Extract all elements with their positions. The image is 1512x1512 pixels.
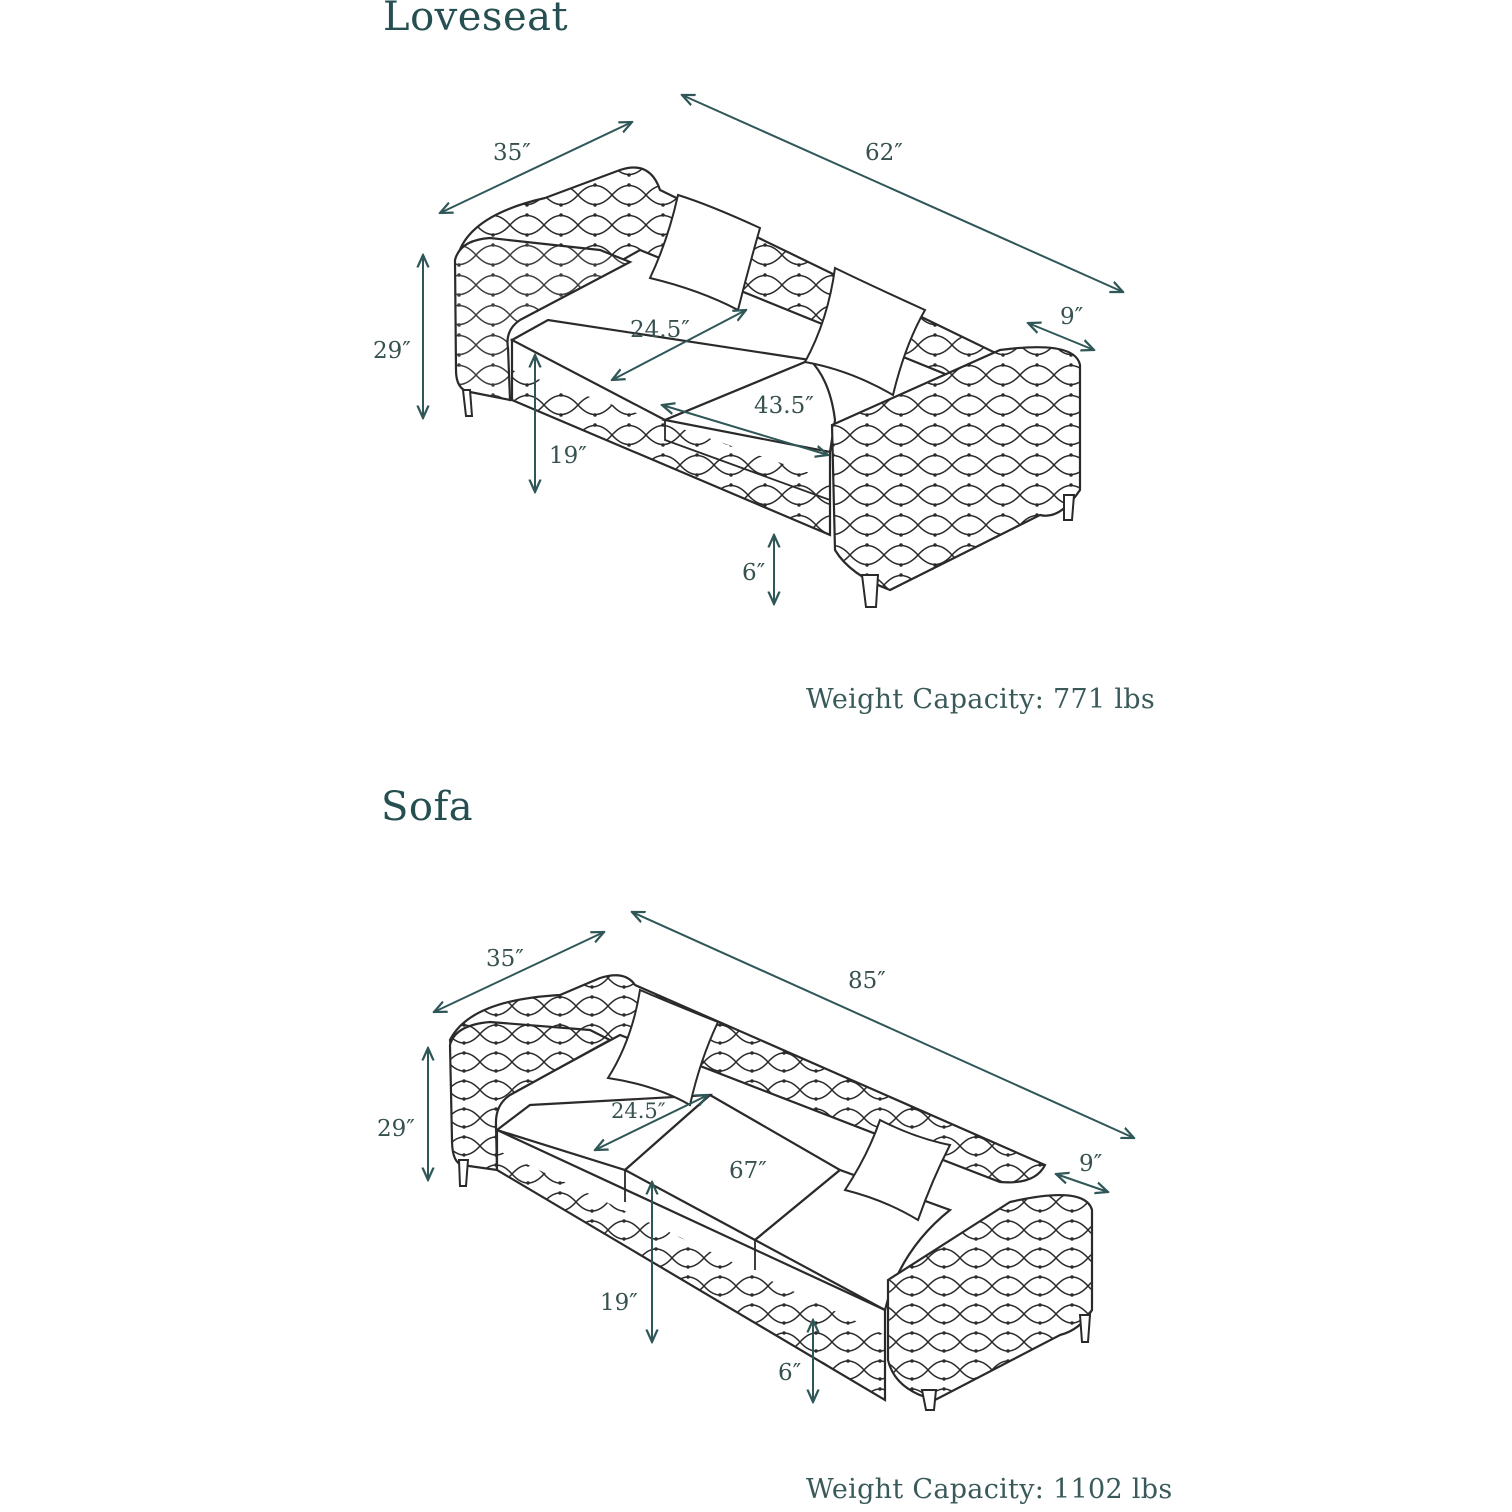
- sofa-diagram: 35″ 85″ 29″ 9″ 24.5″ 67″ 19″ 6″: [377, 880, 1512, 1411]
- loveseat-arm-label: 9″: [1060, 304, 1084, 330]
- sofa-seat-height-label: 19″: [600, 1290, 638, 1316]
- loveseat-pillow-right: [803, 266, 927, 397]
- loveseat-height-label: 29″: [373, 338, 411, 364]
- loveseat-seat-depth-label: 24.5″: [630, 317, 690, 343]
- loveseat-weight-capacity: Weight Capacity: 771 lbs: [806, 684, 1156, 715]
- sofa-leg-height-label: 6″: [778, 1360, 802, 1386]
- loveseat-title: Loveseat: [383, 0, 569, 40]
- sofa-height-label: 29″: [377, 1116, 415, 1142]
- sofa-pillow-right: [843, 1118, 952, 1222]
- loveseat-seat-height-label: 19″: [549, 443, 587, 469]
- loveseat-leg-left: [461, 389, 474, 417]
- sofa-leg-left: [457, 1159, 470, 1187]
- sofa-seat-depth-label: 24.5″: [611, 1099, 666, 1123]
- sofa-arm-label: 9″: [1079, 1151, 1103, 1177]
- loveseat-leg-front: [860, 574, 880, 608]
- loveseat-width-label: 62″: [865, 140, 903, 166]
- loveseat-seat-width-label: 43.5″: [754, 393, 814, 419]
- sofa-leg-front: [920, 1389, 938, 1411]
- sofa-seat-width-label: 67″: [729, 1158, 767, 1184]
- sofa-width-label: 85″: [848, 968, 886, 994]
- loveseat-leg-right: [1063, 494, 1076, 521]
- loveseat-leg-height-label: 6″: [742, 560, 766, 586]
- sofa-title: Sofa: [381, 784, 474, 830]
- loveseat-diagram: 35″ 62″ 29″ 9″ 24.5″ 43.5″ 19″ 6″: [373, 0, 1512, 608]
- loveseat-depth-label: 35″: [493, 140, 531, 166]
- sofa-depth-label: 35″: [486, 946, 524, 972]
- sofa-leg-right: [1078, 1314, 1092, 1343]
- sofa-weight-capacity: Weight Capacity: 1102 lbs: [806, 1474, 1173, 1505]
